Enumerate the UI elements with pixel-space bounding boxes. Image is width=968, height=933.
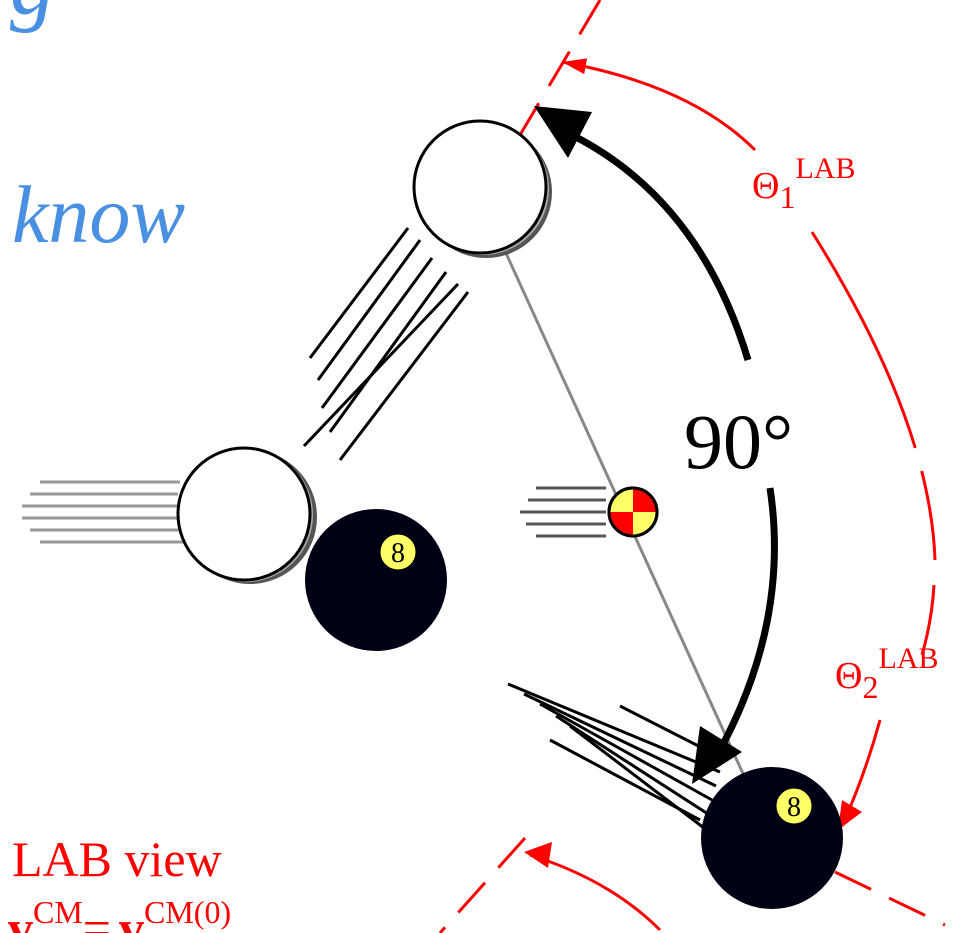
eight-ball-number-initial: 8: [391, 538, 405, 569]
cue-ball-diagonal-motion-lines: [302, 227, 470, 461]
know-text: know: [12, 169, 185, 260]
partial-heading-text: g: [10, 0, 55, 34]
red-dashed-line-top: [518, 0, 602, 136]
ninety-degree-arc-lower: [716, 487, 778, 752]
bottom-red-arc: [529, 853, 662, 932]
cue-ball-motion-lines: [22, 480, 186, 544]
bottom-red-arrowhead: [524, 842, 552, 868]
cm-motion-lines: [520, 486, 606, 538]
cue-ball-final: [412, 119, 552, 258]
eight-ball-motion-lines: [507, 682, 723, 830]
theta2-arc: [810, 231, 937, 561]
red-dashed-line-right: [834, 870, 946, 927]
theta1-label: Θ1LAB: [752, 152, 855, 215]
cue-ball-initial: [176, 446, 317, 584]
ninety-degree-arrowhead-bottom: [692, 726, 742, 784]
center-of-mass-marker: [607, 486, 659, 538]
ninety-degree-label: 90°: [684, 398, 793, 485]
lab-view-label: LAB view: [12, 831, 222, 887]
theta2-label: Θ2LAB: [835, 642, 938, 705]
theta2-arc-lower: [920, 584, 936, 656]
eight-ball-final: 8: [701, 767, 843, 909]
ninety-degree-arc: [570, 131, 752, 362]
eight-ball-number-final: 8: [787, 792, 801, 823]
theta2-arrowhead: [838, 800, 862, 830]
ninety-degree-arrowhead-top: [534, 106, 592, 158]
eight-ball-initial: 8: [305, 509, 447, 651]
velocity-relation: vCM=vCM(0): [8, 894, 231, 933]
red-dashed-line-bottom: [438, 836, 527, 933]
theta1-arc: [561, 58, 757, 152]
